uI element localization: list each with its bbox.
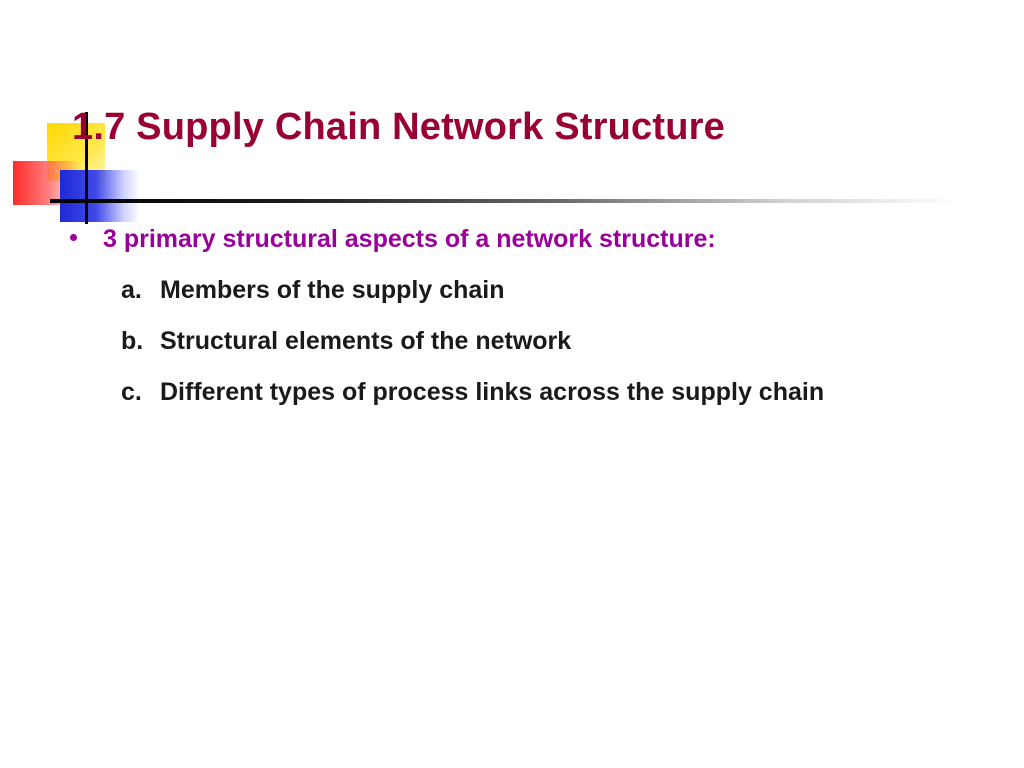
sub-item-letter: c. bbox=[121, 378, 142, 406]
sub-item-letter: a. bbox=[121, 276, 142, 304]
bullet-text: 3 primary structural aspects of a networ… bbox=[103, 225, 716, 253]
logo-vertical-line bbox=[85, 112, 88, 224]
sub-item-text: Structural elements of the network bbox=[160, 327, 572, 355]
title-underline bbox=[50, 199, 960, 203]
sub-item-b: b. Structural elements of the network bbox=[121, 327, 571, 356]
slide-title: 1.7 Supply Chain Network Structure bbox=[72, 106, 725, 148]
sub-item-letter: b. bbox=[121, 327, 144, 355]
sub-item-text: Members of the supply chain bbox=[160, 276, 505, 304]
sub-item-text: Different types of process links across … bbox=[160, 378, 825, 406]
bullet-item: 3 primary structural aspects of a networ… bbox=[70, 225, 716, 254]
bullet-dot-icon bbox=[70, 234, 77, 241]
sub-item-c: c. Different types of process links acro… bbox=[121, 378, 824, 407]
sub-item-a: a. Members of the supply chain bbox=[121, 276, 505, 305]
logo-blue-square bbox=[60, 170, 140, 222]
